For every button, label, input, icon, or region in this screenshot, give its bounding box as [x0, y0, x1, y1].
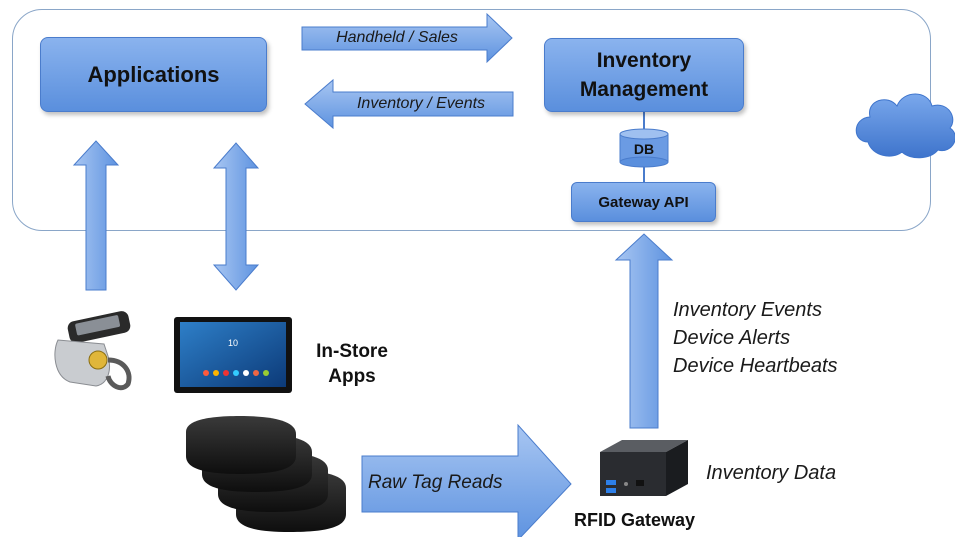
in-store-apps-line1: In-Store — [316, 341, 388, 362]
handheld-sales-label: Handheld / Sales — [336, 29, 458, 46]
in-store-apps-line2: Apps — [328, 366, 376, 387]
database-icon — [619, 128, 669, 168]
raw-tag-reads-label: Raw Tag Reads — [368, 472, 503, 493]
cloud-icon — [855, 93, 955, 159]
gateway-api-label: Gateway API — [598, 193, 689, 211]
applications-box: Applications — [40, 37, 267, 112]
inventory-management-label-line2: Management — [579, 78, 709, 101]
tablet-clock-text: 10 — [228, 338, 238, 348]
inventory-management-box: Inventory Management — [544, 38, 744, 112]
handheld-sales-arrow — [301, 12, 513, 64]
gateway-outputs-list: Inventory Events Device Alerts Device He… — [673, 296, 838, 380]
rfid-antenna-icon — [186, 416, 346, 532]
db-label: DB — [633, 141, 655, 157]
in-store-apps-label: In-Store Apps — [302, 339, 402, 389]
tablet-icon: 10 — [174, 317, 292, 393]
tablet-double-arrow — [212, 142, 260, 291]
rfid-gateway-label: RFID Gateway — [574, 510, 696, 530]
gateway-up-arrow — [614, 233, 674, 429]
handheld-scanner-icon — [54, 311, 132, 391]
inventory-events-arrow-label: Inventory / Events — [356, 95, 486, 112]
gateway-api-box: Gateway API — [571, 182, 716, 222]
gateway-output-item: Device Alerts — [673, 327, 791, 349]
inventory-events-arrow — [304, 78, 514, 130]
gateway-output-item: Inventory Events — [673, 299, 822, 321]
applications-label: Applications — [87, 61, 220, 87]
handheld-up-arrow — [72, 140, 120, 291]
gateway-output-item: Device Heartbeats — [673, 355, 838, 377]
inventory-management-label-line1: Inventory — [596, 49, 692, 72]
raw-tag-reads-arrow — [361, 423, 572, 537]
gateway-device-icon — [600, 440, 688, 496]
inventory-data-label: Inventory Data — [706, 462, 837, 484]
